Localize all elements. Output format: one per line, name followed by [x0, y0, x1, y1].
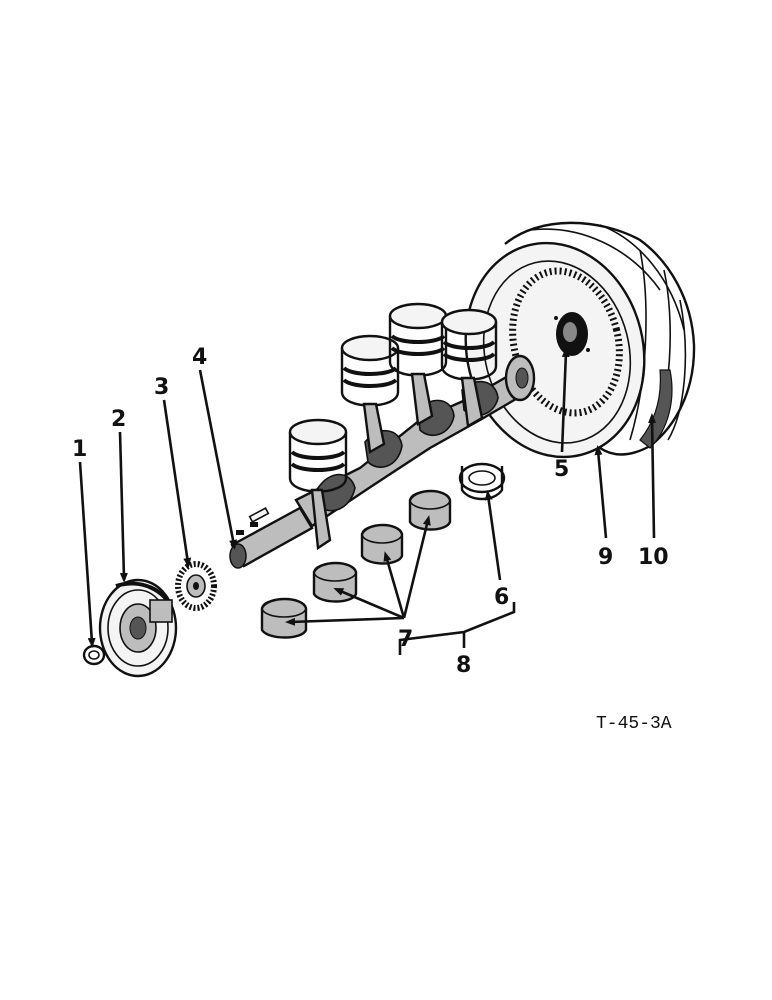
callout-1: 1	[72, 437, 87, 462]
callout-7: 7	[398, 627, 413, 652]
crank-throw-1	[317, 473, 356, 512]
bearing-shell-3	[360, 523, 404, 565]
leader-2	[118, 431, 128, 583]
flywheel-face-inner	[482, 260, 632, 444]
leader-1	[78, 461, 96, 648]
part-6-thrust-bearing	[458, 462, 506, 501]
piston-1	[288, 418, 348, 551]
connecting-rod-3	[410, 372, 434, 426]
callout-labels: 1 2 3 4 5 6 7 8 9 10	[72, 345, 669, 678]
part-3-gear	[175, 561, 217, 611]
callout-5: 5	[554, 457, 569, 482]
callout-8: 8	[456, 653, 471, 678]
flywheel-back-band	[639, 369, 673, 449]
callout-2: 2	[111, 407, 126, 432]
leader-5	[560, 347, 570, 453]
callout-9: 9	[598, 545, 613, 570]
callout-10: 10	[638, 545, 669, 570]
leader-7a	[285, 616, 405, 626]
flywheel-assembly	[464, 221, 696, 459]
callout-3: 3	[154, 375, 169, 400]
drawing-code: T-45-3A	[596, 714, 672, 734]
flywheel-rim	[504, 221, 696, 456]
callout-6: 6	[494, 585, 509, 610]
leader-6	[484, 490, 502, 581]
leader-7b	[333, 588, 405, 620]
connecting-rod-1	[310, 488, 332, 551]
leader-4	[198, 369, 237, 550]
connecting-rod-2	[362, 402, 386, 454]
part-2-pulley	[98, 578, 178, 678]
leader-3	[162, 399, 192, 568]
leader-9	[594, 445, 608, 539]
callout-4: 4	[192, 345, 207, 370]
leader-7c	[383, 551, 406, 619]
ring-gear-teeth	[509, 267, 623, 417]
leader-lines	[78, 347, 657, 655]
leader-7d	[402, 515, 431, 619]
connecting-rod-4	[460, 376, 484, 428]
part-1-ring	[82, 644, 106, 666]
leader-10	[648, 413, 657, 539]
part-4-key	[236, 522, 258, 535]
bearing-shell-1	[260, 597, 308, 639]
piston-4	[440, 308, 498, 428]
bearing-shell-4	[408, 489, 452, 531]
